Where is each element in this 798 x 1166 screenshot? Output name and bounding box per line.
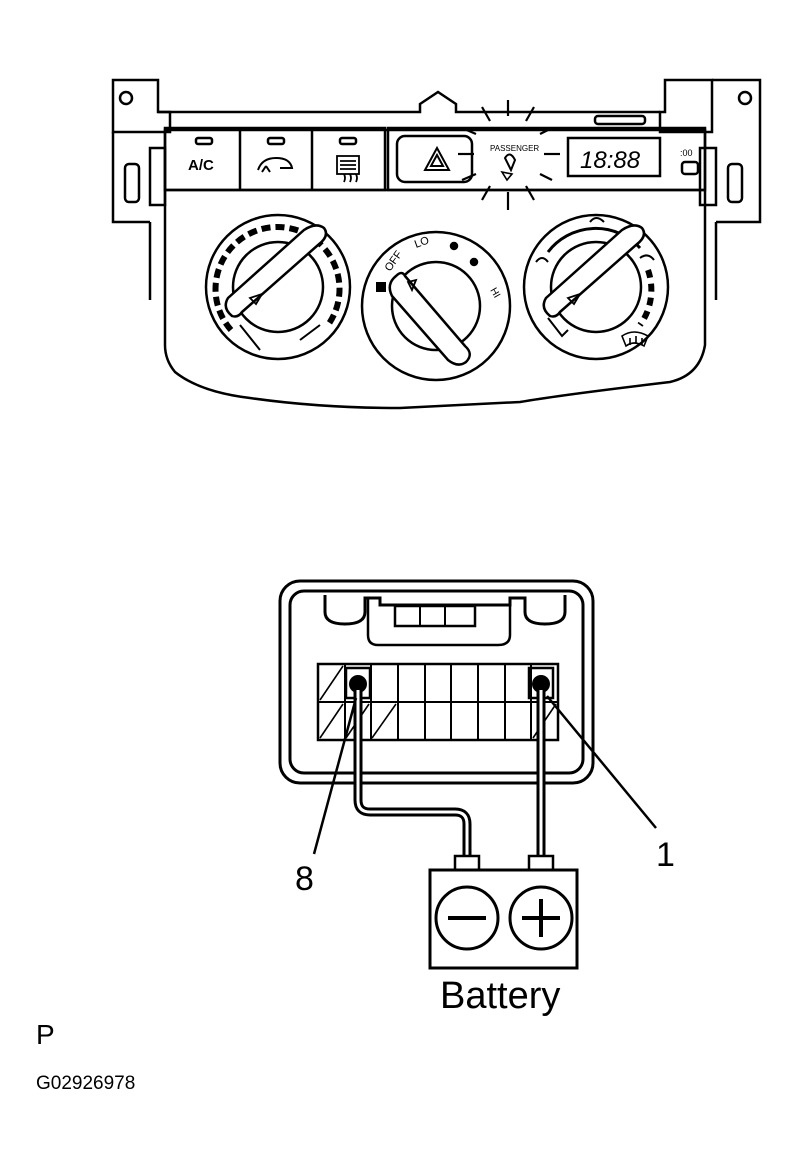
figure-code: G02926978 (36, 1073, 135, 1094)
fan-arrow-icon (406, 278, 418, 293)
hazard-button[interactable] (423, 145, 451, 171)
battery-label: Battery (440, 975, 560, 1017)
clock-display-window (566, 136, 662, 178)
front-defroster-icon (621, 331, 650, 348)
passenger-label: PASSENGER (490, 144, 539, 153)
passenger-indicator: PASSENGER (458, 100, 560, 210)
figure-letter: P (36, 1019, 55, 1050)
clock-adjust-button[interactable] (680, 160, 700, 176)
rear-defogger-icon (336, 155, 360, 183)
left-mounting-bracket (111, 78, 172, 300)
clock-display: 18:88 (580, 147, 641, 174)
rear-defogger-button[interactable] (336, 136, 360, 183)
battery (428, 854, 579, 970)
fan-hi-label: HI (487, 286, 502, 300)
fan-speed-knob[interactable]: OFF LO HI (360, 230, 512, 382)
mode-arrow-icon (566, 292, 583, 306)
pin-1-label: 1 (656, 836, 675, 874)
battery-body (428, 868, 579, 970)
mode-knob[interactable] (522, 213, 670, 361)
ac-button-label: A/C (188, 157, 214, 174)
pin-8-label: 8 (295, 860, 314, 898)
temperature-knob[interactable] (204, 213, 352, 361)
recirculation-icon (257, 156, 294, 173)
fan-lo-label: LO (413, 234, 431, 250)
recirculation-button[interactable] (257, 136, 294, 173)
faceplate-outline (163, 128, 707, 410)
ac-control-panel: A/C PASSENGER (111, 78, 762, 410)
test-leads (353, 690, 546, 858)
negative-post (453, 854, 481, 872)
clock-adjust-label: :00 (680, 148, 693, 158)
right-mounting-bracket (658, 78, 762, 300)
indicator-starburst-icon (458, 100, 560, 210)
hazard-triangle-icon (423, 145, 451, 171)
positive-post (527, 854, 555, 872)
negative-terminal-icon (434, 885, 500, 951)
arrow-triangle-icon (248, 292, 265, 306)
ac-button[interactable]: A/C (188, 136, 214, 174)
leader-lines (312, 695, 657, 855)
positive-terminal-icon (508, 885, 574, 951)
